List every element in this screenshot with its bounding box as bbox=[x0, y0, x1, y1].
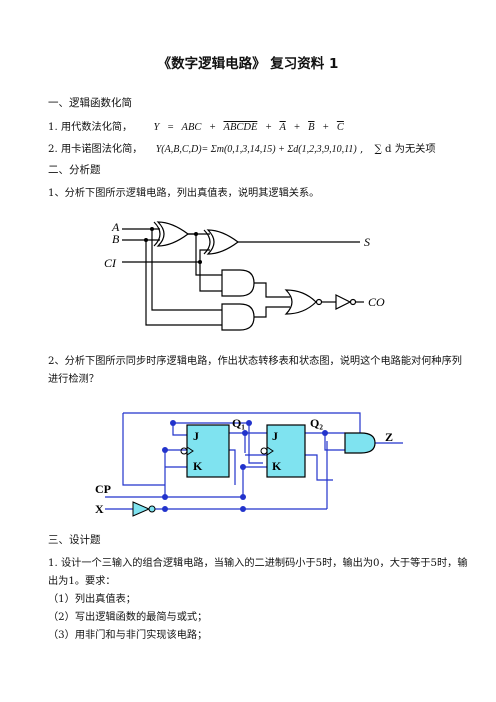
junction-dot bbox=[162, 447, 168, 453]
xor-gate-1 bbox=[156, 221, 190, 247]
ff1-k-label: K bbox=[193, 459, 203, 473]
question-3-1-line-1: 1. 设计一个三输入的组合逻辑电路，当输入的二进制码小于5时，输出为0，大于等于… bbox=[48, 558, 468, 569]
question-2-2-line-1: 2、分析下图所示同步时序逻辑电路，作出状态转移表和状态图，说明这个电路能对何种序… bbox=[48, 356, 462, 367]
jk-flip-flop-1 bbox=[186, 424, 230, 478]
eq-term-abcde: ABCDE bbox=[223, 122, 258, 133]
dont-care-note: d 为无关项 bbox=[385, 144, 436, 155]
eq-plus: + bbox=[209, 122, 217, 133]
eq-y: Y bbox=[153, 122, 160, 133]
not-gate-x-bubble bbox=[148, 505, 156, 513]
eq-term-a: A bbox=[279, 122, 286, 133]
clock-bubble-2 bbox=[260, 447, 268, 455]
junction-dot bbox=[194, 232, 198, 236]
question-1-1-prefix: 1. 用代数法化简， bbox=[48, 122, 133, 133]
junction-dot bbox=[162, 494, 168, 500]
question-2-2-line-2: 进行检测？ bbox=[48, 374, 99, 385]
junction-dot bbox=[170, 420, 176, 426]
and-gate-2 bbox=[221, 303, 255, 331]
output-co-label: CO bbox=[368, 295, 385, 309]
eq-plus: + bbox=[264, 122, 273, 133]
requirement-2: （2）写出逻辑函数的最简与或式； bbox=[48, 612, 208, 623]
input-b-label: B bbox=[112, 232, 120, 246]
ff2-k-label: K bbox=[272, 459, 282, 473]
equation-y: Y = ABC + ABCDE + A + B + C bbox=[154, 122, 344, 133]
question-3-1-line-2: 出为1。要求： bbox=[48, 576, 116, 587]
ff1-j-label: J bbox=[193, 429, 199, 443]
junction-dot bbox=[240, 506, 246, 512]
input-a-label: A bbox=[111, 220, 120, 234]
junction-dot bbox=[322, 430, 328, 436]
not-gate-x bbox=[132, 501, 151, 517]
junction-dot bbox=[162, 506, 168, 512]
eq-equals: = bbox=[167, 122, 175, 133]
eq-term-abc: ABC bbox=[181, 122, 202, 133]
question-1-2-prefix: 2. 用卡诺图法化简， bbox=[48, 144, 143, 155]
cp-label: CP bbox=[95, 482, 111, 496]
z-output-label: Z bbox=[385, 430, 393, 444]
eq-term-c: C bbox=[336, 122, 344, 133]
question-1-1: 1. 用代数法化简， Y = ABC + ABCDE + A + B + C bbox=[48, 118, 344, 133]
eq-term-b: B bbox=[308, 122, 315, 133]
sequential-circuit-diagram: J K J K Q₁ Q₂ Z CP X bbox=[95, 412, 403, 517]
nor-bubble bbox=[315, 298, 323, 306]
eq-plus: + bbox=[293, 122, 301, 133]
junction-dot bbox=[240, 464, 246, 470]
junction-dot bbox=[144, 238, 148, 242]
xor-gate-2 bbox=[206, 229, 240, 255]
output-s-label: S bbox=[364, 235, 370, 249]
question-2-1: 1、分析下图所示逻辑电路，列出真值表，说明其逻辑关系。 bbox=[48, 188, 320, 199]
requirement-1: （1）列出真值表； bbox=[48, 594, 136, 605]
section-1-heading: 一、逻辑函数化简 bbox=[48, 97, 132, 109]
input-ci-label: CI bbox=[104, 256, 117, 270]
requirement-3: （3）用非门和与非门实现该电路； bbox=[48, 630, 208, 641]
not-gate bbox=[335, 294, 352, 310]
junction-dot bbox=[246, 420, 252, 426]
ff2-j-label: J bbox=[272, 429, 278, 443]
formula-separator: , bbox=[359, 144, 364, 155]
clock-triangle-1 bbox=[186, 446, 194, 456]
junction-dot bbox=[242, 430, 248, 436]
xor-gate-1-back bbox=[153, 221, 161, 247]
junction-dot bbox=[240, 494, 246, 500]
nor-gate bbox=[284, 289, 317, 315]
xor-gate-2-back bbox=[203, 229, 211, 255]
and-gate-output bbox=[344, 432, 376, 454]
combinational-circuit-diagram: A B CI S CO bbox=[104, 220, 385, 331]
clock-bubble-1 bbox=[180, 447, 188, 455]
and-gate-1 bbox=[221, 269, 255, 297]
sigma-symbol: ∑ bbox=[374, 144, 382, 155]
q1-label: Q₁ bbox=[232, 416, 245, 430]
eq-plus: + bbox=[322, 122, 330, 133]
junction-dot bbox=[198, 260, 202, 264]
document-title: 《数字逻辑电路》 复习资料 1 bbox=[157, 56, 339, 72]
section-2-heading: 二、分析题 bbox=[48, 164, 101, 176]
q2-label: Q₂ bbox=[310, 416, 323, 430]
not-bubble bbox=[349, 298, 357, 306]
jk-flip-flop-2 bbox=[266, 424, 306, 478]
junction-dot bbox=[150, 227, 154, 231]
karnaugh-formula: Y(A,B,C,D)= Σm(0,1,3,14,15) + Σd(1,2,3,9… bbox=[155, 144, 357, 155]
question-1-2: 2. 用卡诺图法化简， Y(A,B,C,D)= Σm(0,1,3,14,15) … bbox=[48, 140, 436, 155]
x-input-label: X bbox=[95, 502, 104, 516]
clock-triangle-2 bbox=[266, 446, 274, 456]
section-3-heading: 三、设计题 bbox=[48, 534, 101, 546]
